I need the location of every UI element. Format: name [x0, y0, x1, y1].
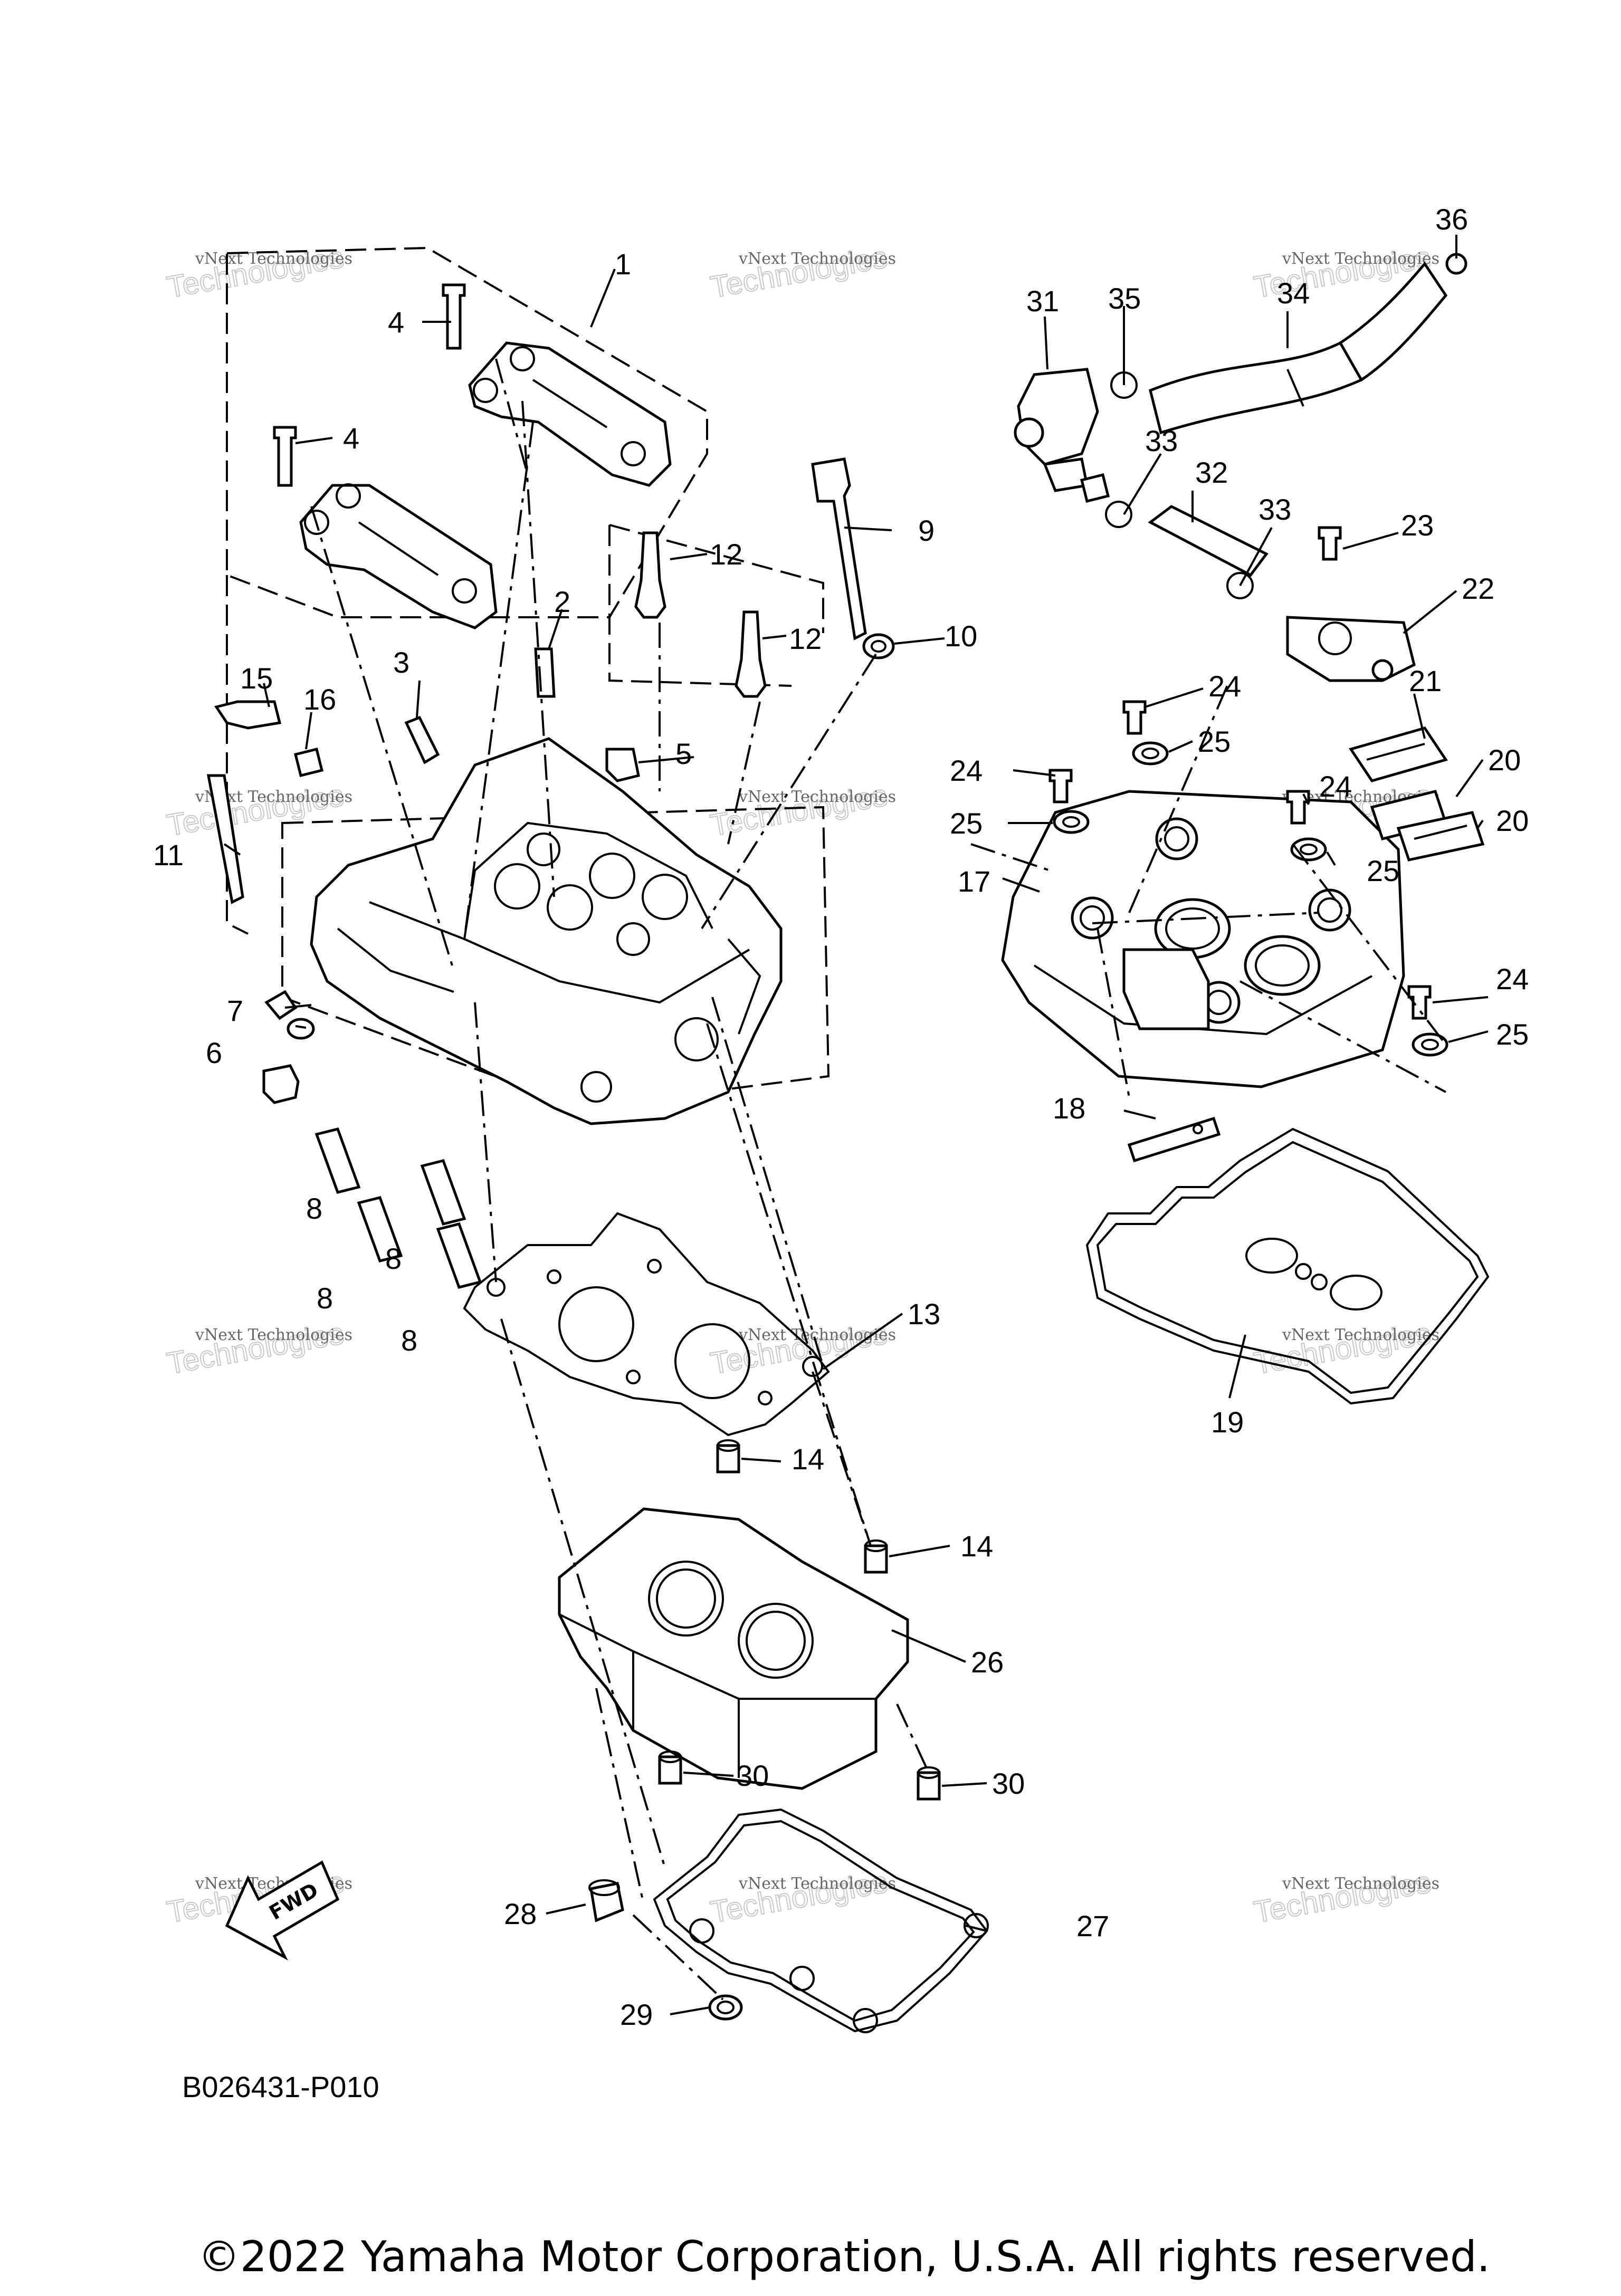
callout-label: 14	[960, 1529, 993, 1563]
stud-bolt-and-washers	[206, 700, 324, 1104]
cylinder-head	[310, 737, 783, 1125]
callout-label: 34	[1277, 276, 1310, 310]
callout-label: 2	[554, 585, 570, 618]
watermark-text: vNext Technologies	[738, 788, 896, 806]
callout-label: 35	[1108, 282, 1141, 315]
watermark-text: vNext Technologies	[1282, 250, 1439, 268]
callout-label: 31	[1026, 284, 1059, 318]
callout-label: 8	[385, 1242, 402, 1275]
cylinder-block	[558, 1507, 909, 1790]
watermark-text: vNext Technologies	[738, 1326, 896, 1344]
cylinder-head-cover	[1001, 790, 1405, 1088]
callout-label: 30	[992, 1767, 1025, 1800]
dowel-pins	[658, 1439, 941, 1801]
callout-label: 18	[1053, 1092, 1085, 1125]
callout-label: 36	[1435, 203, 1468, 236]
copyright-notice: ©2022 Yamaha Motor Corporation, U.S.A. A…	[198, 2232, 1490, 2281]
callout-label: 12	[710, 538, 742, 571]
callout-label: 5	[675, 737, 692, 770]
base-gasket	[653, 1808, 989, 2033]
callout-label: 33	[1145, 424, 1178, 457]
watermark-text: vNext Technologies	[1282, 1874, 1439, 1893]
callout-label: 16	[303, 683, 336, 716]
callout-label: 13	[908, 1297, 940, 1331]
callout-label: 12	[789, 622, 822, 655]
callout-label: 21	[1409, 664, 1442, 697]
cover-bracket	[1127, 1116, 1221, 1163]
callout-label: 20	[1488, 743, 1521, 777]
callout-label: 30	[736, 1759, 769, 1792]
callout-label: 8	[306, 1192, 322, 1225]
callout-label: 9	[918, 514, 935, 547]
callout-label: 4	[388, 305, 404, 339]
callout-label: 25	[1496, 1018, 1529, 1051]
camshaft-cap-lower	[299, 483, 498, 629]
callout-label: 7	[227, 994, 243, 1027]
callout-label: 25	[1367, 854, 1399, 887]
callout-label: 24	[1208, 669, 1241, 703]
callout-label: 8	[317, 1281, 333, 1315]
callout-label: 26	[971, 1646, 1004, 1679]
callout-label: 6	[206, 1036, 222, 1069]
watermark-text: vNext Technologies	[1282, 1326, 1439, 1344]
callout-label: 4	[343, 422, 359, 455]
reed-valve-cover	[1286, 616, 1416, 682]
callout-label: 14	[792, 1442, 824, 1476]
studs	[314, 1127, 482, 1289]
watermark-text: vNext Technologies	[738, 250, 896, 268]
callout-label: 23	[1401, 509, 1434, 542]
head-gasket	[463, 1212, 830, 1437]
head-parts-small	[264, 990, 298, 1020]
callout-label: 25	[950, 807, 983, 840]
callout-label: 8	[401, 1324, 417, 1357]
callout-label: 28	[504, 1897, 537, 1930]
watermark-text: vNext Technologies	[195, 1326, 352, 1344]
cap-bolts	[273, 283, 466, 487]
callout-label: 22	[1462, 572, 1494, 605]
callout-label: 11	[153, 838, 184, 872]
oil-orifice-and-o-ring	[588, 1879, 743, 2021]
cover-bolts	[1048, 526, 1448, 1057]
callout-label: 24	[1496, 962, 1529, 996]
cover-gasket	[1085, 1127, 1490, 1405]
callout-label: 20	[1496, 804, 1529, 837]
leader-lines	[223, 235, 1489, 2015]
callout-label: 27	[1076, 1909, 1109, 1943]
callout-label: 24	[1319, 770, 1352, 803]
callout-label: 29	[620, 1998, 653, 2031]
callout-label: 33	[1258, 493, 1291, 526]
diagram-code: B026431-P010	[182, 2070, 379, 2103]
watermark-text: vNext Technologies	[738, 1874, 896, 1893]
callout-label: 19	[1211, 1405, 1244, 1439]
callout-label: 10	[945, 619, 977, 653]
callout-label: 15	[240, 662, 273, 695]
callout-label: 24	[950, 754, 983, 787]
callout-labels: 1 2 3 4 4 5 6 7 8 8 8 8 9 10 11 12 12 13…	[153, 203, 1529, 2031]
head-bolt	[811, 457, 895, 659]
callout-label: 1	[615, 247, 631, 281]
assembly-lines	[310, 358, 1447, 2001]
valve-guides-and-pins	[404, 647, 640, 782]
air-induction-system	[1014, 253, 1467, 599]
callout-label: 32	[1195, 456, 1228, 489]
callout-label: 25	[1198, 725, 1231, 758]
callout-label: 17	[958, 865, 990, 898]
reed-valve-plates	[1349, 726, 1485, 862]
spark-plugs	[634, 531, 767, 698]
camshaft-cap-upper	[468, 341, 672, 487]
callout-label: 3	[393, 646, 409, 679]
